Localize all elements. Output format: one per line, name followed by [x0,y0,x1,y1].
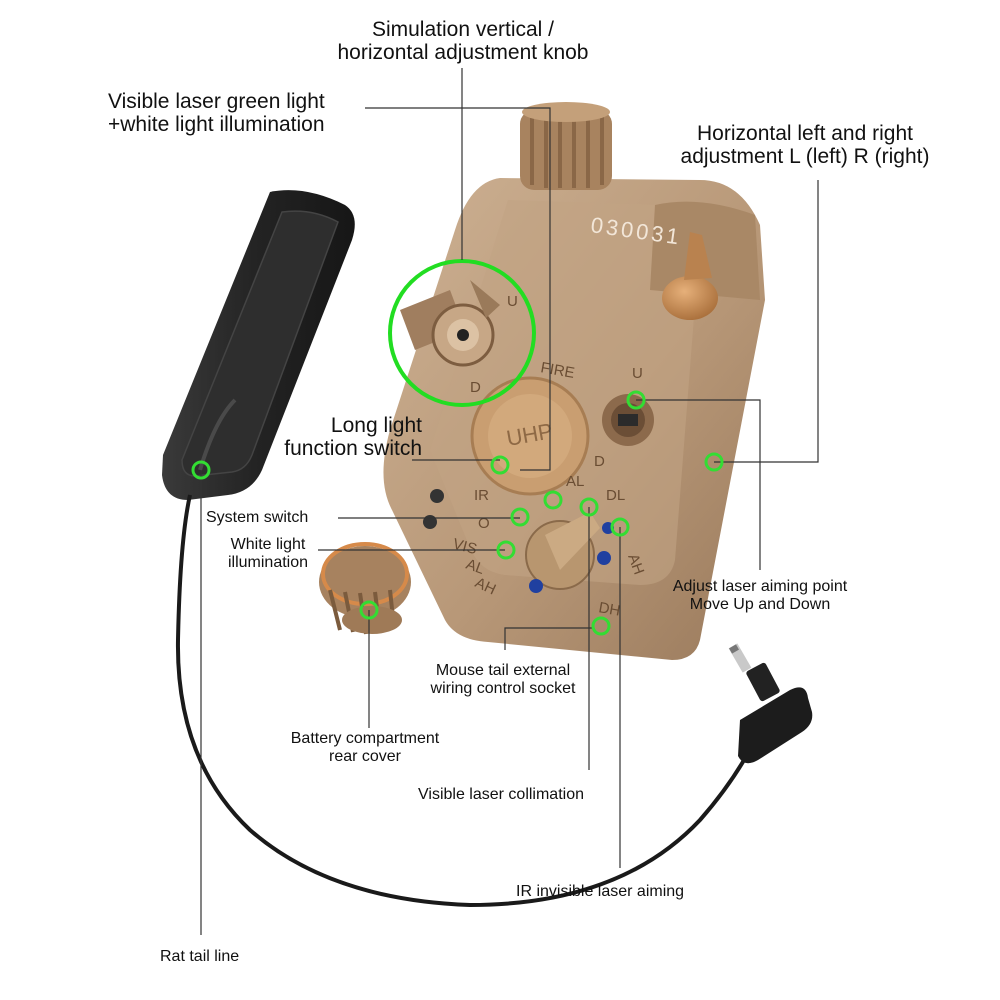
marker-al [543,490,563,510]
marker-elevation [626,390,646,410]
label-battery: Battery compartment rear cover [270,730,460,765]
label-sim-knob: Simulation vertical / horizontal adjustm… [300,18,626,64]
label-visible-collimation: Visible laser collimation [418,786,584,804]
callout-markers [191,390,724,636]
label-sim-knob-line1: Simulation vertical / [371,18,555,41]
label-mouse-tail-line2: wiring control socket [430,679,576,697]
label-battery-line1: Battery compartment [290,730,440,747]
marker-white-light [496,540,516,560]
label-mouse-tail-line1: Mouse tail external [435,662,571,679]
marker-system-switch [510,507,530,527]
label-ir-aiming-line1: IR invisible laser aiming [516,883,685,900]
label-visible-laser-line2: +white light illumination [108,113,325,137]
label-visible-laser-line1: Visible laser green light [108,90,325,113]
label-ir-aiming: IR invisible laser aiming [516,883,684,901]
marker-rat-tail [191,460,211,480]
o-label: O [478,515,490,532]
label-adjust-aim-line1: Adjust laser aiming point [672,578,848,595]
label-rat-tail: Rat tail line [160,948,239,966]
knob-highlight-ring [388,259,536,407]
d-right-label: D [594,453,605,470]
leader-lines [200,68,819,935]
label-white-light: White light illumination [210,536,326,571]
label-adjust-aim: Adjust laser aiming point Move Up and Do… [650,578,870,613]
label-system-switch-line1: System switch [206,509,309,526]
marker-windage [704,452,724,472]
label-system-switch: System switch [206,509,308,527]
ah-right-label: AH [624,552,647,577]
marker-long-light [490,455,510,475]
ir-label: IR [474,487,489,504]
marker-collimation [579,497,599,517]
d-left-label: D [470,379,481,396]
label-white-light-line2: illumination [227,553,309,571]
label-adjust-aim-line2: Move Up and Down [689,595,831,613]
label-visible-laser: Visible laser green light +white light i… [108,90,325,136]
label-horizontal-adj-line1: Horizontal left and right [697,122,913,145]
label-mouse-tail: Mouse tail external wiring control socke… [410,662,596,697]
label-white-light-line1: White light [230,536,306,553]
dh-label: DH [597,599,621,620]
al-top-label: AL [566,473,584,490]
label-horizontal-adj-line2: adjustment L (left) R (right) [680,145,930,169]
pressure-pad [162,190,355,500]
label-visible-collimation-line1: Visible laser collimation [418,786,584,803]
u-right-label: U [632,365,643,382]
dl-label: DL [606,487,625,504]
al-left-label: AL [464,556,487,578]
label-rat-tail-line1: Rat tail line [160,948,240,965]
u-left-label: U [507,293,518,310]
label-long-light: Long light function switch [262,414,422,460]
label-long-light-line1: Long light [330,414,422,437]
marker-ir [610,517,630,537]
label-battery-line2: rear cover [328,747,402,765]
marker-socket [591,616,611,636]
label-horizontal-adj: Horizontal left and right adjustment L (… [660,122,950,168]
vis-label: VIS [451,535,479,558]
audio-plug [728,643,813,764]
rat-tail-cable [175,494,757,908]
label-sim-knob-line2: horizontal adjustment knob [337,41,589,65]
label-long-light-line2: function switch [284,437,422,461]
fire-label: FIRE [539,359,576,382]
laser-housing [319,102,765,660]
marker-battery [359,600,379,620]
